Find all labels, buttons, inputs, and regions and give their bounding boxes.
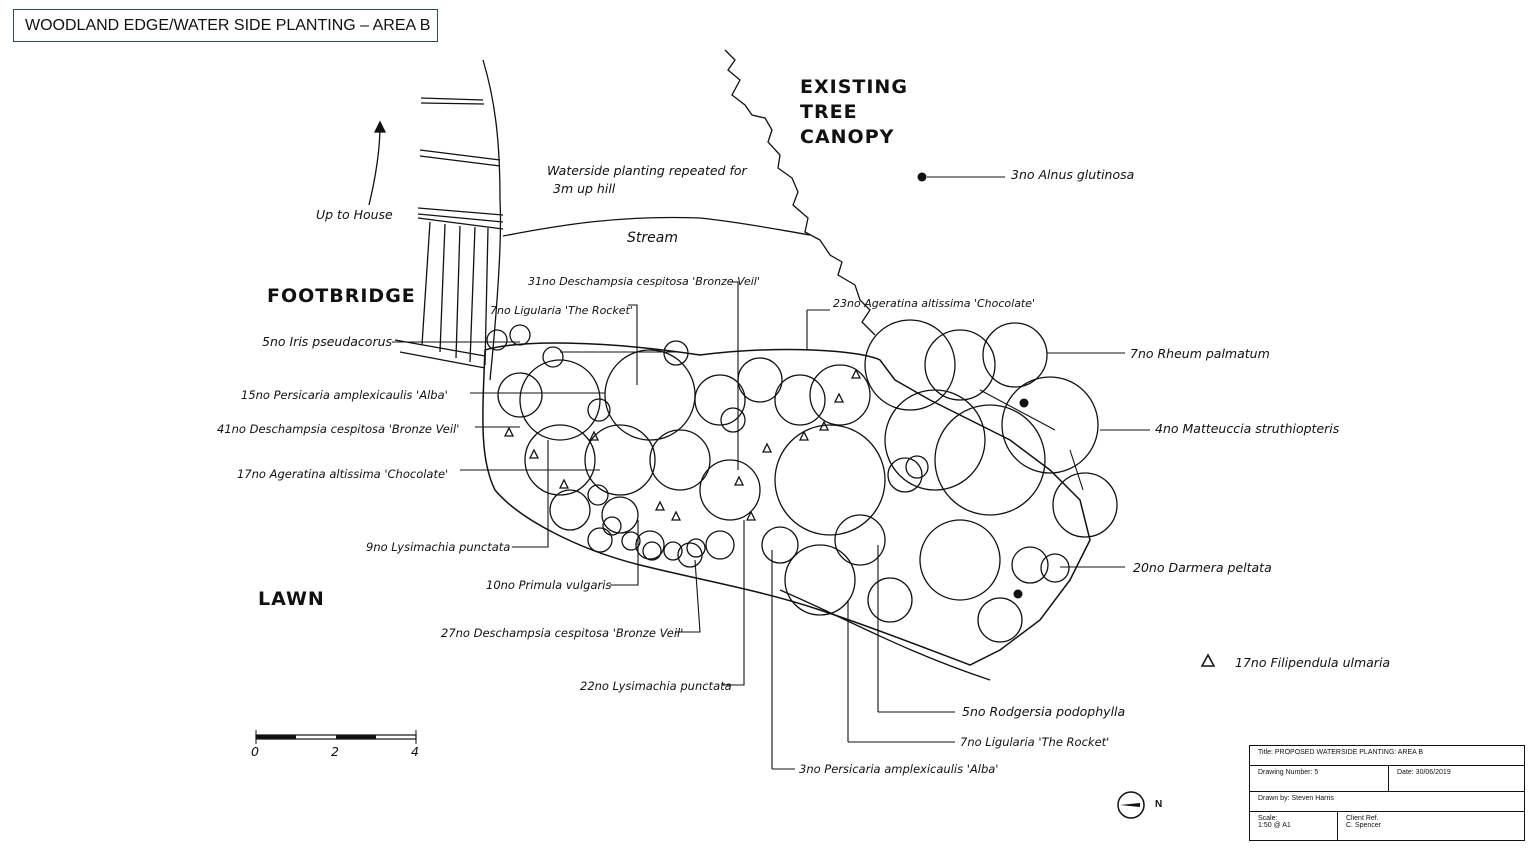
tb-scale: Scale: 1:50 @ A1 xyxy=(1250,812,1338,840)
label-lysimachia-22: 22no Lysimachia punctata xyxy=(580,679,732,693)
tb-client-value: C. Spencer xyxy=(1346,822,1382,829)
label-ligularia-bottom: 7no Ligularia 'The Rocket' xyxy=(960,735,1109,749)
plant-groups xyxy=(497,319,1118,643)
label-iris: 5no Iris pseudacorus xyxy=(262,334,393,349)
footbridge-drawing xyxy=(394,59,504,381)
stream-line xyxy=(502,216,811,237)
label-persicaria-3: 3no Persicaria amplexicaulis 'Alba' xyxy=(799,762,998,776)
note-waterside-1: Waterside planting repeated for xyxy=(547,163,748,178)
label-deschampsia-41: 41no Deschampsia cespitosa 'Bronze Veil' xyxy=(217,422,459,436)
label-filipendula: 17no Filipendula ulmaria xyxy=(1235,655,1390,670)
heading-tree: TREE xyxy=(800,101,858,123)
drawing-title: WOODLAND EDGE/WATER SIDE PLANTING – AREA… xyxy=(13,9,438,42)
label-deschampsia-31: 31no Deschampsia cespitosa 'Bronze Veil' xyxy=(528,275,760,288)
label-rodgersia: 5no Rodgersia podophylla xyxy=(962,704,1125,719)
tb-client-label: Client Ref. xyxy=(1346,815,1379,822)
label-ligularia-top: 7no Ligularia 'The Rocket' xyxy=(490,304,633,317)
note-stream: Stream xyxy=(627,230,678,246)
note-waterside-2: 3m up hill xyxy=(553,181,616,196)
tb-drawing-number: Drawing Number: 5 xyxy=(1250,766,1389,791)
label-primula: 10no Primula vulgaris xyxy=(486,578,611,592)
north-arrow-icon xyxy=(1117,791,1145,819)
up-arrow xyxy=(368,124,381,206)
label-alnus: 3no Alnus glutinosa xyxy=(1011,167,1134,182)
tb-client: Client Ref. C. Spencer xyxy=(1338,812,1381,840)
heading-existing: EXISTING xyxy=(800,76,908,98)
heading-canopy: CANOPY xyxy=(800,126,894,148)
leader-lines xyxy=(392,176,1150,770)
tb-drawn-by: Drawn by: Steven Harris xyxy=(1258,795,1334,802)
label-rheum: 7no Rheum palmatum xyxy=(1130,346,1270,361)
heading-footbridge: FOOTBRIDGE xyxy=(267,285,416,307)
heading-lawn: LAWN xyxy=(258,588,325,610)
tb-scale-value: 1:50 @ A1 xyxy=(1258,822,1291,829)
tree-canopy-edge xyxy=(724,49,876,336)
label-ageratina-17: 17no Ageratina altissima 'Chocolate' xyxy=(237,467,448,481)
title-block: Title: PROPOSED WATERSIDE PLANTING: AREA… xyxy=(1249,745,1525,841)
label-deschampsia-27: 27no Deschampsia cespitosa 'Bronze Veil' xyxy=(441,626,683,640)
scale-label-4: 4 xyxy=(411,744,419,759)
label-matteuccia: 4no Matteuccia struthiopteris xyxy=(1155,421,1340,436)
label-darmera: 20no Darmera peltata xyxy=(1133,560,1272,575)
scale-bar: 0 2 4 xyxy=(251,730,419,759)
filipendula-symbols xyxy=(503,368,1216,667)
planting-bed xyxy=(482,342,1091,666)
scale-label-2: 2 xyxy=(331,744,339,759)
small-plant-circles xyxy=(486,324,929,561)
tb-title: Title: PROPOSED WATERSIDE PLANTING: AREA… xyxy=(1258,749,1424,756)
tb-date: Date: 30/06/2019 xyxy=(1397,769,1451,776)
label-persicaria-15: 15no Persicaria amplexicaulis 'Alba' xyxy=(241,388,448,402)
label-lysimachia-9: 9no Lysimachia punctata xyxy=(366,540,510,554)
north-label: N xyxy=(1155,799,1163,810)
label-ageratina-23: 23no Ageratina altissima 'Chocolate' xyxy=(833,297,1035,310)
lawn-edge xyxy=(779,589,991,681)
scale-label-0: 0 xyxy=(251,744,259,759)
alnus-tree-symbols xyxy=(917,172,1029,599)
tb-scale-label: Scale: xyxy=(1258,815,1278,822)
note-up-to-house: Up to House xyxy=(316,207,393,222)
